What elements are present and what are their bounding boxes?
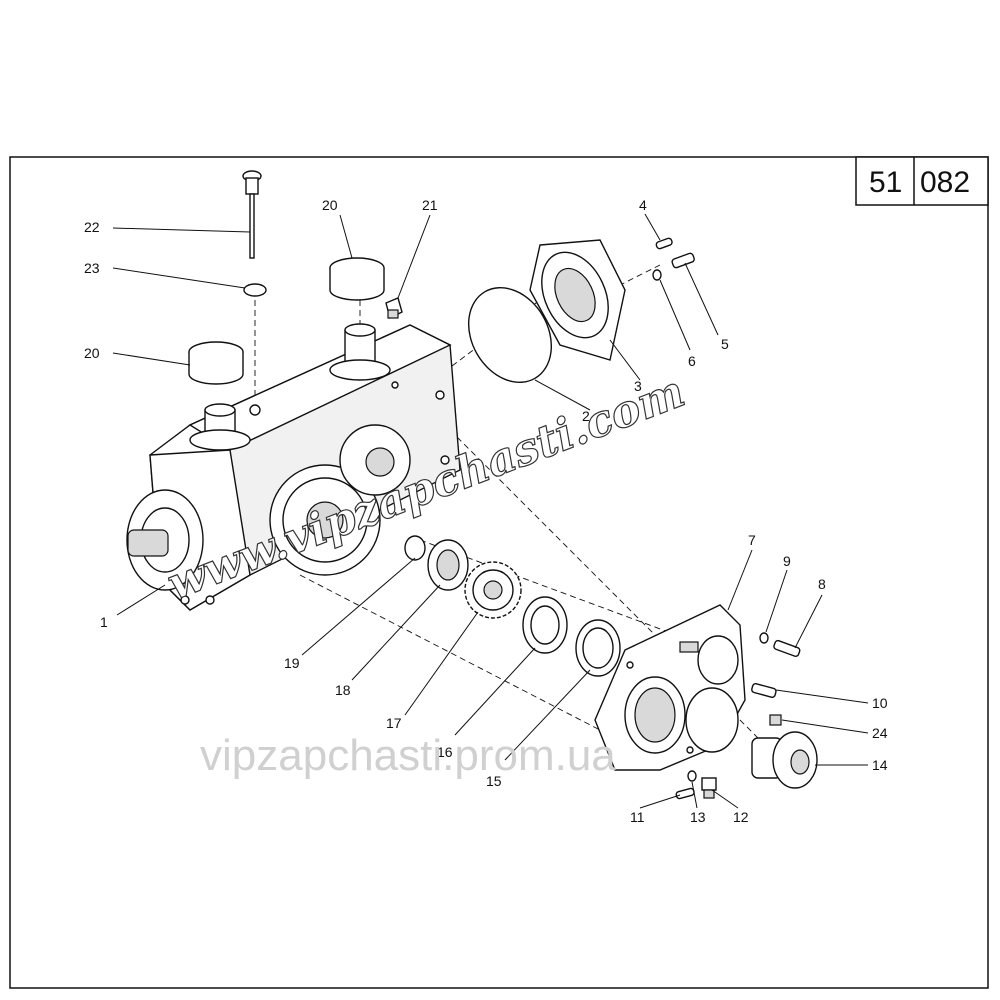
ring-15 bbox=[575, 619, 621, 677]
bolt-5 bbox=[671, 252, 695, 269]
sheet-group-number: 51 bbox=[869, 166, 902, 199]
callout-10: 10 bbox=[872, 695, 888, 711]
pin-11 bbox=[675, 787, 695, 800]
bearing-18 bbox=[427, 539, 469, 591]
washer-13 bbox=[687, 770, 697, 782]
callout-7: 7 bbox=[748, 532, 756, 548]
pin-4 bbox=[655, 237, 673, 250]
callout-17: 17 bbox=[386, 715, 402, 731]
washer-6 bbox=[652, 269, 662, 281]
leader-lines bbox=[112, 213, 869, 809]
callout-16: 16 bbox=[437, 744, 453, 760]
gasket-ring-3 bbox=[467, 287, 553, 383]
key-24 bbox=[769, 714, 782, 726]
callout-3: 3 bbox=[634, 378, 642, 394]
sheet-page-number: 082 bbox=[920, 166, 970, 199]
bushing-20-right bbox=[329, 257, 385, 301]
callout-20-left: 20 bbox=[84, 345, 100, 361]
plug-12 bbox=[701, 777, 717, 799]
callout-11: 11 bbox=[630, 809, 645, 825]
callout-2: 2 bbox=[582, 408, 590, 424]
gearbox-housing bbox=[126, 323, 461, 611]
seal-16 bbox=[522, 596, 568, 654]
callout-22: 22 bbox=[84, 219, 100, 235]
o-ring-23 bbox=[243, 283, 267, 297]
callout-14: 14 bbox=[872, 757, 888, 773]
callout-23: 23 bbox=[84, 260, 100, 276]
plug-21 bbox=[385, 297, 403, 320]
bolt-8 bbox=[773, 639, 801, 657]
callout-13: 13 bbox=[690, 809, 706, 825]
diagram-frame bbox=[9, 156, 989, 989]
callout-21: 21 bbox=[422, 197, 438, 213]
bolt-10 bbox=[751, 683, 777, 698]
callout-18: 18 bbox=[335, 682, 351, 698]
callout-19: 19 bbox=[284, 655, 300, 671]
sheet-number-box: 51 082 bbox=[855, 156, 989, 206]
circlip-19 bbox=[404, 535, 426, 561]
gear-17 bbox=[464, 561, 522, 619]
dipstick bbox=[242, 170, 262, 259]
callout-15: 15 bbox=[486, 773, 502, 789]
callout-24: 24 bbox=[872, 725, 888, 741]
callout-4: 4 bbox=[639, 197, 647, 213]
callout-1: 1 bbox=[100, 614, 108, 630]
washer-9 bbox=[759, 632, 769, 644]
bearing-cover-2 bbox=[529, 239, 626, 361]
callout-6: 6 bbox=[688, 353, 696, 369]
housing-cover-7 bbox=[594, 604, 746, 771]
watermark-horizontal: vipzapchasti.prom.ua bbox=[200, 731, 616, 780]
callout-9: 9 bbox=[783, 553, 791, 569]
callout-5: 5 bbox=[721, 336, 729, 352]
callout-8: 8 bbox=[818, 576, 826, 592]
callout-20-top: 20 bbox=[322, 197, 338, 213]
callout-12: 12 bbox=[733, 809, 749, 825]
bushing-20-left bbox=[188, 341, 244, 385]
flange-14 bbox=[751, 731, 818, 789]
callout-labels: 1 2 3 4 5 6 7 8 9 10 11 12 13 14 15 16 1… bbox=[84, 197, 888, 825]
